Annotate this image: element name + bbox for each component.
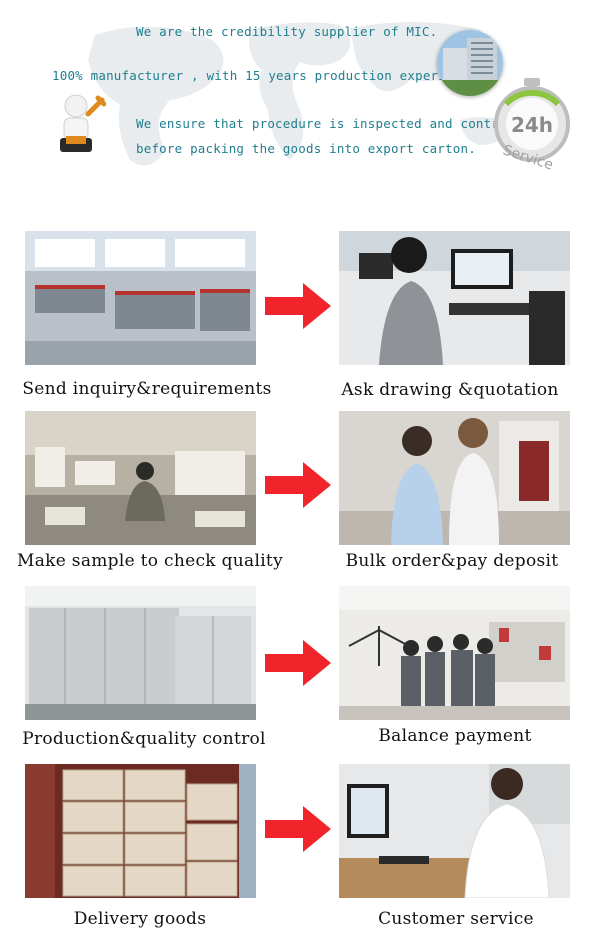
header-line-2: 100% manufacturer , with 15 years produc… xyxy=(52,68,485,83)
worker-wrench-icon xyxy=(46,92,107,162)
container-loading-photo xyxy=(25,764,256,898)
arrow-right-icon xyxy=(265,640,331,686)
step-3-caption: Make sample to check quality xyxy=(17,551,283,571)
header-line-4: before packing the goods into export car… xyxy=(136,141,476,156)
step-4-caption: Bulk order&pay deposit xyxy=(345,551,559,571)
step-7-caption: Delivery goods xyxy=(73,909,207,929)
header-banner: We are the credibility supplier of MIC. … xyxy=(0,0,600,200)
arrow-right-icon xyxy=(265,283,331,329)
step-2-caption: Ask drawing &quotation xyxy=(341,380,559,400)
office-photo xyxy=(25,231,256,365)
step-5-caption: Production&quality control xyxy=(22,729,266,749)
showroom-group-photo xyxy=(339,586,570,720)
step-1-caption: Send inquiry&requirements xyxy=(22,379,272,399)
arrow-right-icon xyxy=(265,806,331,852)
step-8-caption: Customer service xyxy=(378,909,534,929)
step-6-caption: Balance payment xyxy=(378,726,532,746)
customer-meeting-photo xyxy=(339,411,570,545)
stopwatch-24h-icon: 24h Service xyxy=(484,74,580,174)
arrow-right-icon xyxy=(265,462,331,508)
sample-workshop-photo xyxy=(25,411,256,545)
badge-hours: 24h xyxy=(511,113,553,137)
customer-service-photo xyxy=(339,764,570,898)
drawing-engineer-photo xyxy=(339,231,570,365)
header-line-3: We ensure that procedure is inspected an… xyxy=(136,116,538,131)
printing-machine-photo xyxy=(25,586,256,720)
header-line-1: We are the credibility supplier of MIC. xyxy=(136,24,438,39)
